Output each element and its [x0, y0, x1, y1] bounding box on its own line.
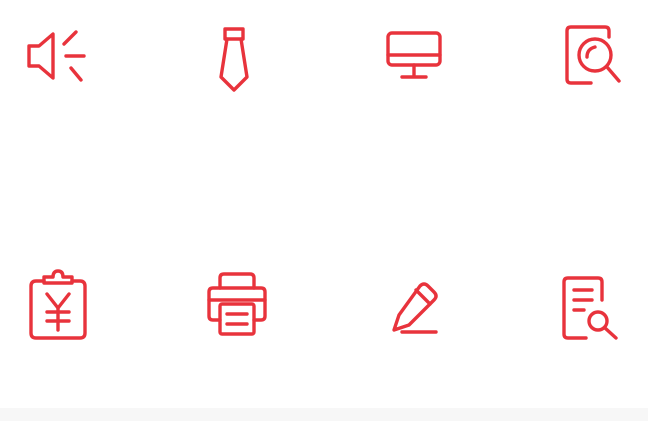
- clipboard-yen-icon: [29, 268, 89, 342]
- necktie-icon: [217, 25, 253, 93]
- document-magnifier-icon: [565, 25, 623, 87]
- monitor-icon: [386, 31, 444, 81]
- document-search-icon: [562, 276, 622, 342]
- printer-icon: [207, 272, 269, 338]
- pencil-edit-icon: [390, 282, 442, 338]
- speaker-icon: [26, 26, 90, 86]
- bottom-divider: [0, 408, 648, 421]
